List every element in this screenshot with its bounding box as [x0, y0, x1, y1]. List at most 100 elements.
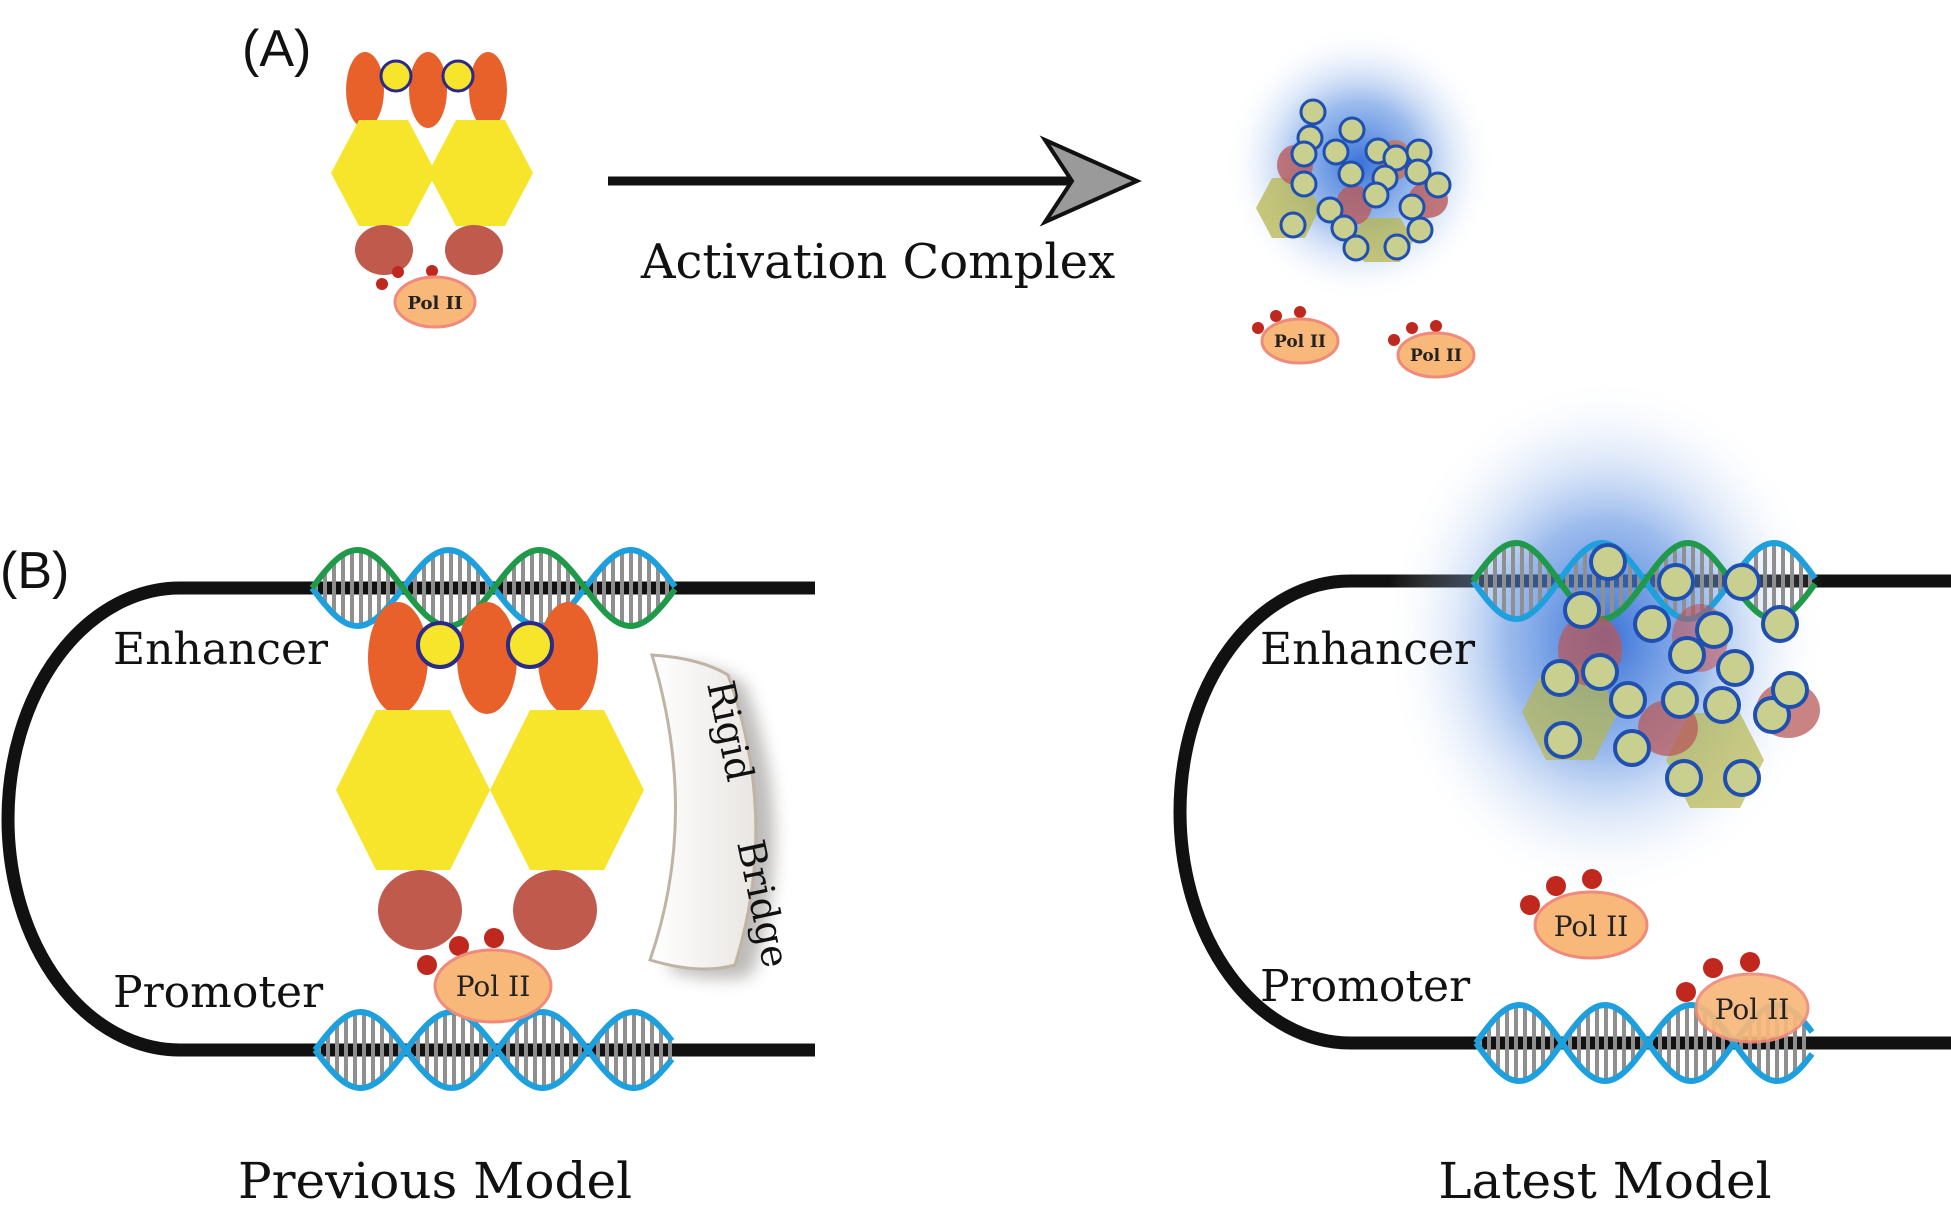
idr-molecule [1771, 671, 1809, 709]
idr-molecule [1406, 216, 1434, 244]
cofactor-brown-2 [445, 225, 503, 275]
idr-molecule [1657, 563, 1695, 601]
dna-strand-1 [312, 1008, 675, 1092]
pol-ii-label: Pol II [407, 293, 462, 314]
idr-molecules [1279, 98, 1452, 262]
idr-molecule [1695, 611, 1733, 649]
pol-ii-label: Pol II [1274, 332, 1326, 352]
promoter-label-right: Promoter [1260, 961, 1471, 1012]
arrow-label: Activation Complex [640, 234, 1115, 290]
pol-ii-label: Pol II [456, 970, 531, 1003]
idr-molecule [1279, 211, 1307, 239]
idr-molecule [1362, 181, 1390, 209]
activation-arrow [608, 135, 1142, 227]
dna-strand-2 [1470, 539, 1818, 623]
idr-molecule [1322, 138, 1350, 166]
dna-strand-2 [312, 1008, 675, 1092]
idr-molecule [1337, 160, 1365, 188]
phospho-dot [484, 928, 504, 948]
idr-molecule [1665, 759, 1703, 797]
arrowhead-icon [1039, 135, 1142, 227]
idr-molecule [1703, 686, 1741, 724]
idr-molecule [1723, 563, 1761, 601]
activator-orange-3 [538, 602, 598, 714]
idr-molecule [1338, 116, 1366, 144]
activator-orange-1 [368, 602, 428, 714]
idr-molecule [1613, 729, 1651, 767]
idr-molecule [1668, 636, 1706, 674]
enhancer-label-left: Enhancer [113, 624, 329, 675]
idr-molecule [1299, 98, 1327, 126]
idr-molecule [1290, 140, 1318, 168]
phospho-dot [392, 266, 404, 278]
mediator-hexagon-1 [336, 710, 490, 870]
condensate-a [1224, 26, 1496, 302]
activation-complex-intact: Pol II [331, 52, 533, 329]
enhancer-label-right: Enhancer [1260, 624, 1476, 675]
idr-molecule [1589, 543, 1627, 581]
phospho-dot [417, 955, 437, 975]
panel-b-label: (B) [0, 542, 69, 600]
enhancer-helix-left [309, 546, 678, 630]
panel-a-label: (A) [242, 20, 311, 78]
dna-strand-2 [309, 546, 678, 630]
idr-molecule [1398, 193, 1426, 221]
activator-orange-2 [409, 52, 447, 128]
idr-molecule [1761, 605, 1799, 643]
cofactor-brown-2 [513, 870, 597, 950]
idr-molecule [1330, 214, 1358, 242]
pol-ii-enzyme [393, 275, 477, 329]
cofactor-brown-1 [378, 870, 462, 950]
idr-molecule [1563, 591, 1601, 629]
activation-complex-left: Pol II [336, 602, 644, 1024]
idr-molecule [1316, 196, 1344, 224]
idr-molecule [1290, 170, 1318, 198]
mediator-hexagon-2 [490, 710, 644, 870]
phospho-dot [449, 936, 469, 956]
idr-molecule [1661, 681, 1699, 719]
ligand-yellow-1 [416, 621, 464, 669]
activator-orange-3 [469, 52, 507, 128]
activator-orange-1 [346, 52, 384, 128]
idr-molecule [1633, 605, 1671, 643]
ligand-yellow-2 [441, 59, 475, 93]
ligand-yellow-1 [379, 59, 413, 93]
rigid-bridge: Rigid Bridge [648, 653, 798, 979]
promoter-helix-right [1473, 1001, 1815, 1085]
idr-molecule [1716, 649, 1754, 687]
idr-molecule [1383, 233, 1411, 261]
ligand-yellow-2 [506, 621, 554, 669]
idr-molecule [1581, 653, 1619, 691]
condensate-b [1522, 543, 1820, 808]
pol-ii-label: Pol II [1410, 346, 1462, 366]
idr-molecule [1342, 234, 1370, 262]
phospho-dot [376, 278, 388, 290]
idr-molecules [1541, 543, 1809, 797]
mediator-hexagon-2 [428, 120, 533, 226]
mediator-hexagon-1 [331, 120, 436, 226]
pol-ii-label: Pol II [1715, 993, 1790, 1026]
phospho-dot [426, 265, 438, 277]
free-pol-ii-right: Pol II [1520, 869, 1649, 960]
dna-loop-left [1, 581, 815, 1057]
bound-pol-ii-right: Pol II [1676, 952, 1810, 1044]
bridge-shape [648, 653, 758, 971]
idr-molecule [1424, 171, 1452, 199]
idr-molecule [1404, 158, 1432, 186]
idr-molecule [1609, 681, 1647, 719]
caption-latest-model: Latest Model [1438, 1152, 1771, 1207]
dna-strand-2 [1473, 1001, 1815, 1085]
idr-molecule [1544, 721, 1582, 759]
pol-ii-enzyme [433, 948, 553, 1024]
promoter-label-left: Promoter [113, 967, 324, 1018]
idr-molecule [1541, 659, 1579, 697]
idr-molecule [1723, 759, 1761, 797]
idr-molecule [1753, 696, 1791, 734]
activator-orange-2 [457, 602, 517, 714]
promoter-helix-left [312, 1008, 675, 1092]
dna-loop-right [1173, 574, 1951, 1050]
cofactor-brown-1 [355, 225, 413, 275]
caption-previous-model: Previous Model [238, 1152, 632, 1207]
free-pol-ii-1: Pol II [1252, 306, 1340, 365]
